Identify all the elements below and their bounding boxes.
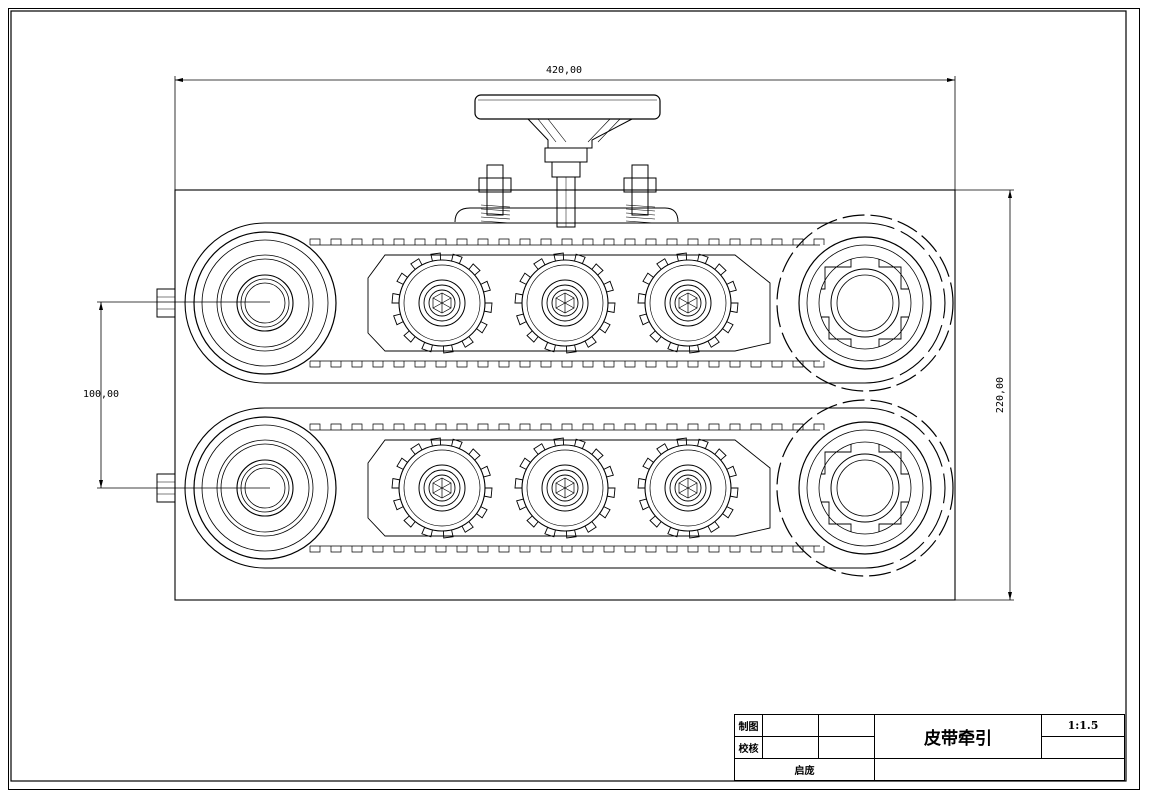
gear-teeth	[637, 437, 739, 539]
drive-gear-1	[391, 437, 493, 539]
drawn-by-date	[819, 715, 875, 737]
belt-left-wrap	[184, 407, 266, 569]
spacing-arrow-top	[99, 302, 103, 310]
belt-right-wrap	[864, 407, 946, 569]
thread-2	[625, 208, 656, 212]
belt-right-wrap	[864, 222, 946, 384]
drawing-frame	[8, 8, 1140, 790]
gear-teeth	[514, 252, 616, 354]
drive-gear-2	[514, 252, 616, 354]
belt-assembly-2	[156, 399, 954, 577]
belt-teeth	[309, 238, 825, 368]
thread-1	[480, 216, 511, 220]
belt-outer	[265, 222, 865, 384]
gear-body	[398, 259, 486, 347]
thread-2	[625, 216, 656, 220]
height-arrow-bottom	[1008, 592, 1012, 600]
drawn-by-value	[763, 715, 819, 737]
gear-body	[644, 444, 732, 532]
width-dimension-label: 420,00	[546, 65, 582, 76]
guide-nut-2	[623, 177, 657, 193]
mechanism-geometry	[97, 76, 1014, 601]
thread-1	[480, 204, 511, 208]
company-name: 启庞	[735, 759, 875, 781]
cross-bar	[454, 207, 679, 223]
thread-2	[625, 212, 656, 216]
drawing-title: 皮带牵引	[875, 715, 1042, 759]
tension-plate	[367, 439, 771, 537]
belt-outer	[265, 407, 865, 569]
drive-drum	[776, 399, 954, 577]
tension-bolt-head	[156, 473, 176, 503]
drive-gear-3	[637, 252, 739, 354]
gear-teeth	[637, 252, 739, 354]
checked-by-date	[819, 737, 875, 759]
guide-nut-1	[478, 177, 512, 193]
belt-inner	[310, 429, 820, 547]
base-plate	[174, 189, 956, 601]
drive-drum	[776, 214, 954, 392]
gear-body	[521, 444, 609, 532]
guide-bolt-2	[631, 164, 649, 216]
belt-inner	[310, 244, 820, 362]
gear-teeth	[391, 252, 493, 354]
belt-assembly-1	[156, 214, 954, 392]
width-arrow-right	[947, 78, 955, 82]
thread-1	[480, 208, 511, 212]
spacing-dimension: 100,00	[83, 389, 119, 400]
guide-bolt-1	[486, 164, 504, 216]
drawn-by-label: 制图	[735, 715, 763, 737]
thread-1	[480, 212, 511, 216]
spacing-arrow-bottom	[99, 480, 103, 488]
width-arrow-left	[175, 78, 183, 82]
spacing-dimension-label: 100,00	[83, 389, 119, 400]
height-dimension-label: 220,00	[995, 377, 1006, 413]
screw-collar	[551, 161, 581, 178]
belt-left-wrap	[184, 222, 266, 384]
drive-gear-3	[637, 437, 739, 539]
handwheel-hub	[526, 118, 633, 149]
checked-by-value	[763, 737, 819, 759]
title-block: 制图 校核 启庞 皮带牵引 1:1.5	[734, 714, 1125, 781]
gear-body	[521, 259, 609, 347]
idler-pulley	[193, 231, 337, 375]
handwheel	[474, 94, 661, 120]
checked-by-label: 校核	[735, 737, 763, 759]
thread-2	[625, 204, 656, 208]
height-dimension: 220,00	[995, 377, 1006, 413]
width-dimension: 420,00	[546, 65, 582, 76]
title-blank	[875, 759, 1124, 781]
belt-teeth	[309, 423, 825, 553]
tension-bolt-head	[156, 288, 176, 318]
tension-plate	[367, 254, 771, 352]
gear-teeth	[391, 437, 493, 539]
scale-value: 1:1.5	[1042, 715, 1124, 737]
scale-blank	[1042, 737, 1124, 759]
sheet-border	[8, 8, 1140, 790]
screw-nut	[544, 147, 588, 163]
gear-body	[644, 259, 732, 347]
gear-body	[398, 444, 486, 532]
drive-gear-1	[391, 252, 493, 354]
gear-teeth	[514, 437, 616, 539]
height-arrow-top	[1008, 190, 1012, 198]
drive-gear-2	[514, 437, 616, 539]
handwheel-spokes	[537, 118, 621, 143]
inner-border	[10, 10, 1127, 782]
